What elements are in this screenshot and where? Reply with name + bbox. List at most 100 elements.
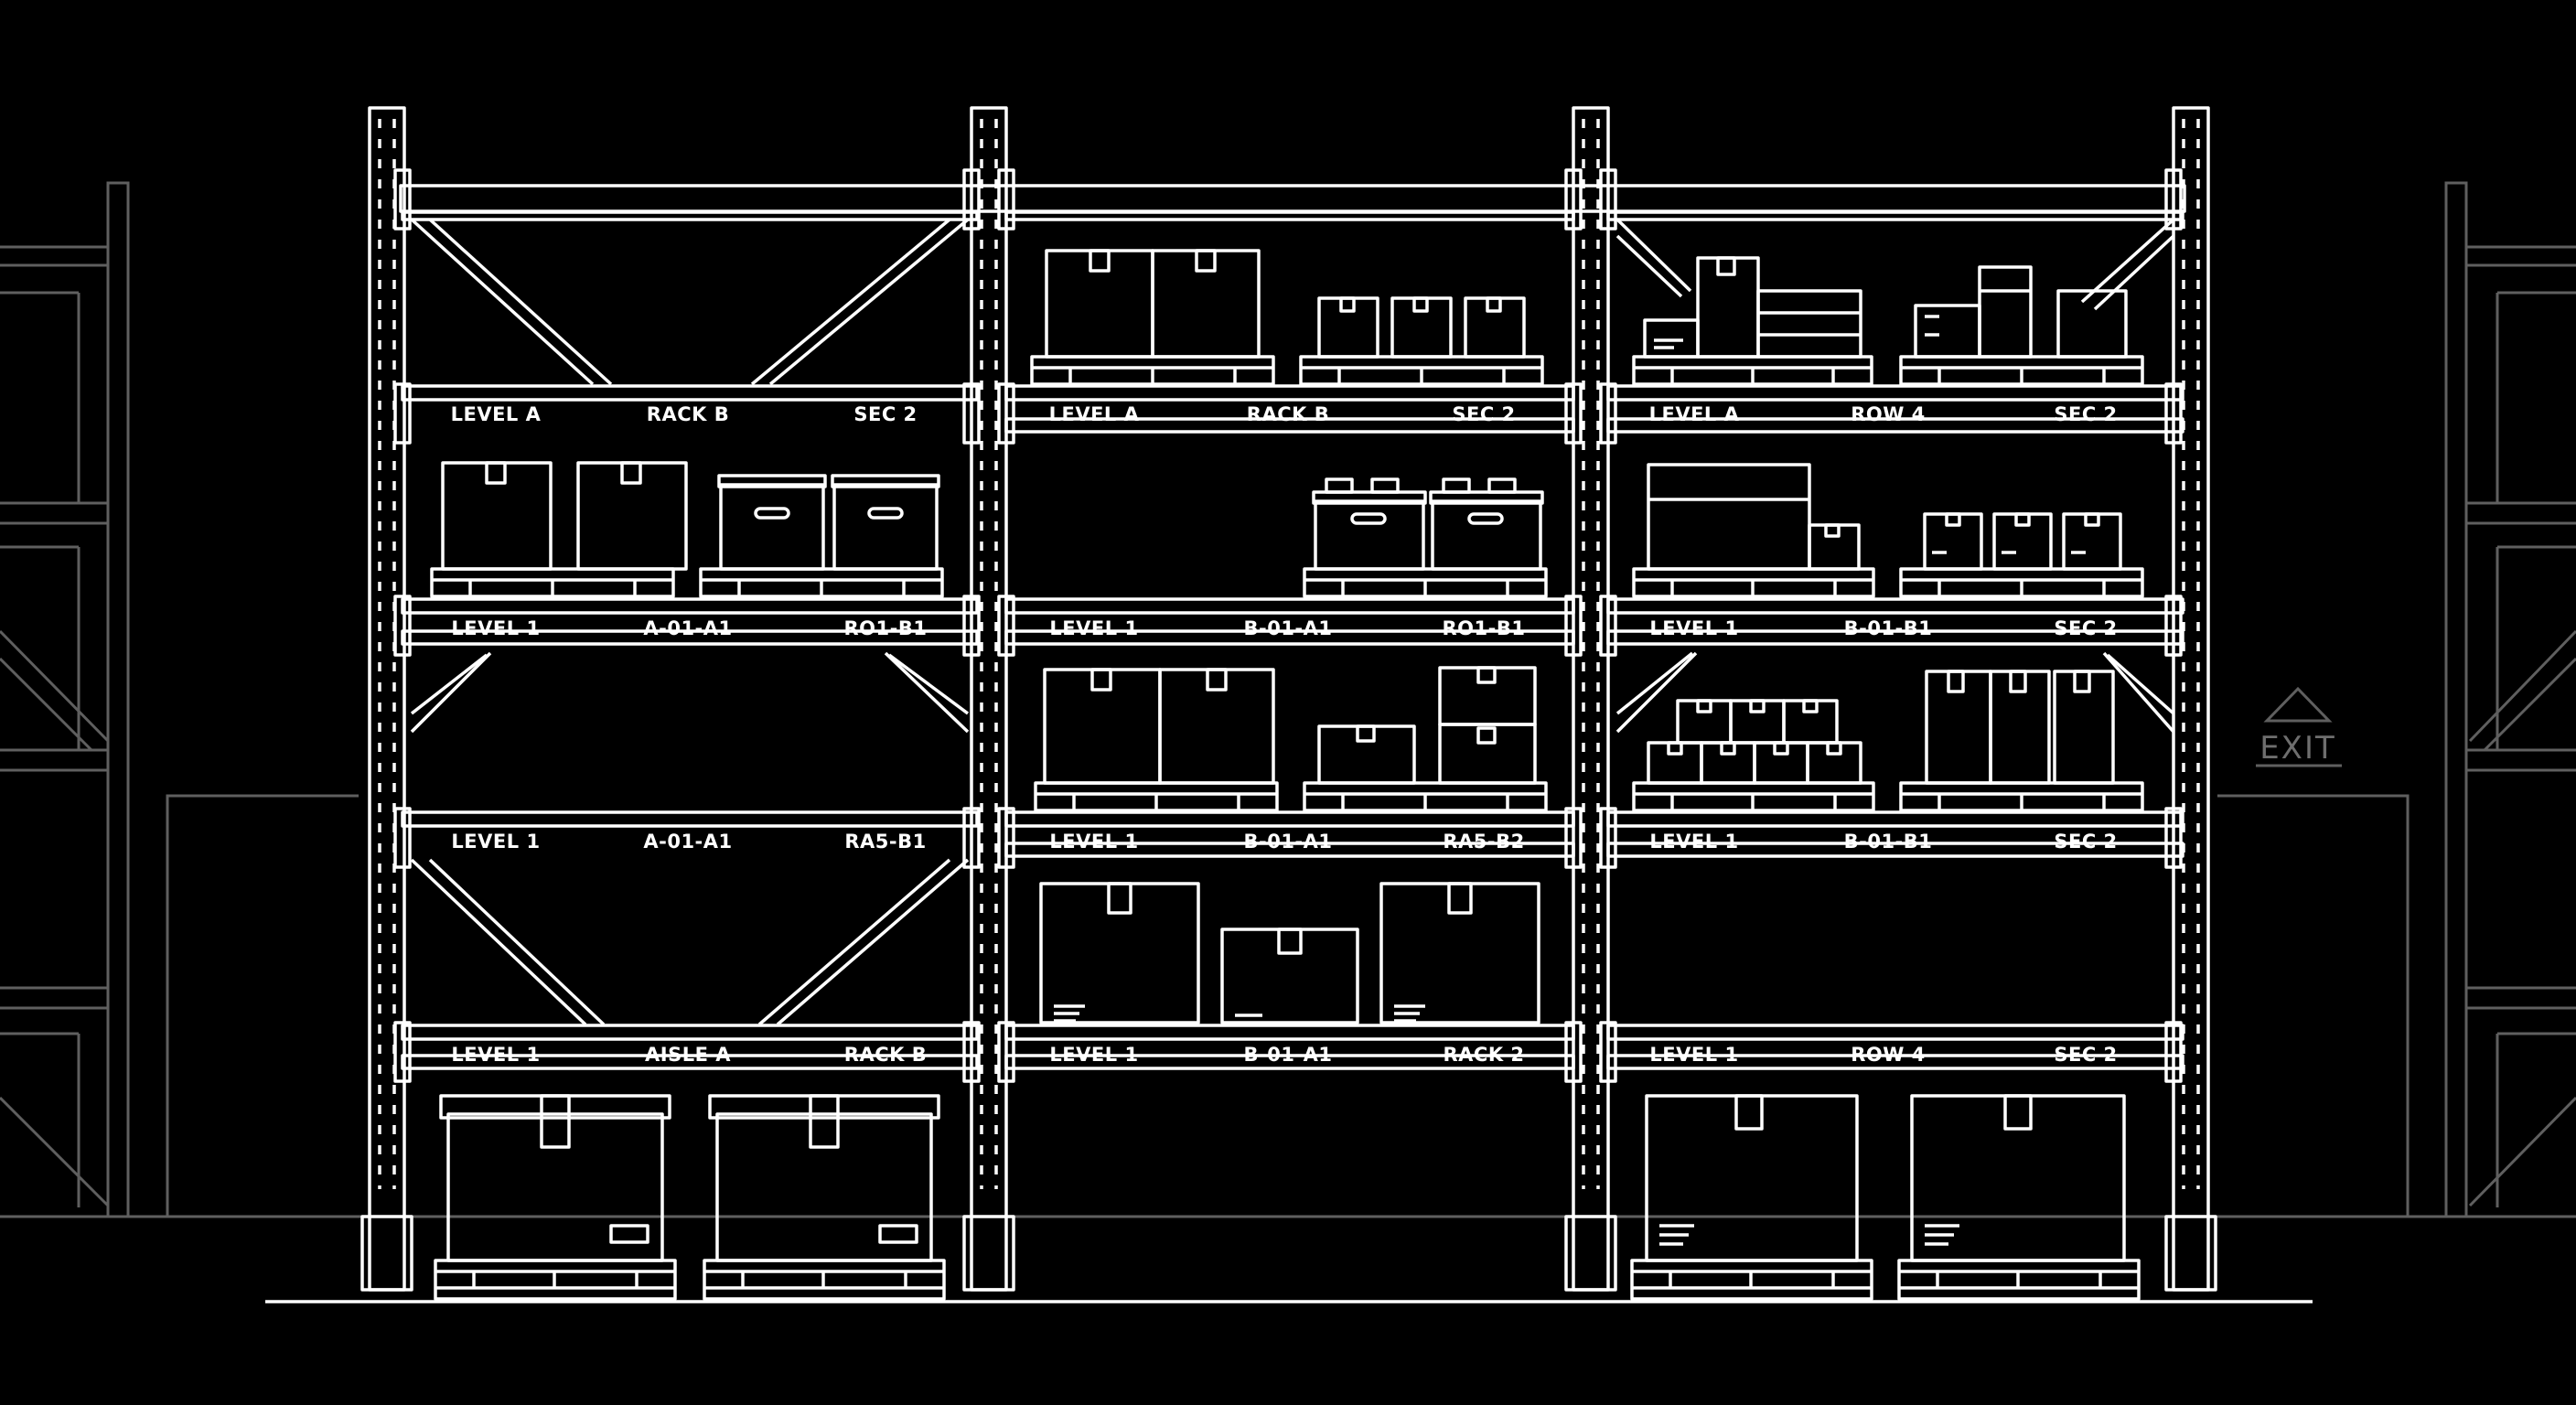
upright-4 bbox=[2172, 106, 2210, 1292]
box bbox=[1700, 741, 1756, 785]
upright-3-foot bbox=[1564, 1215, 1617, 1292]
box bbox=[1923, 512, 1983, 571]
shelf-label: LEVEL 1 bbox=[1649, 617, 1738, 639]
shelf-label: B-01-A1 bbox=[1243, 831, 1332, 853]
shelf-label: RACK 2 bbox=[1443, 1044, 1524, 1066]
shelf-label: B-01-B1 bbox=[1844, 831, 1933, 853]
shelf-label: LEVEL 1 bbox=[1649, 1044, 1738, 1066]
box bbox=[2062, 512, 2122, 571]
shelf-label: LEVEL A bbox=[1649, 403, 1740, 425]
box bbox=[1317, 724, 1416, 785]
shelf-label: SEC 2 bbox=[2054, 617, 2117, 639]
shelf-label: SEC 2 bbox=[1452, 403, 1515, 425]
shelf-label: RACK B bbox=[1247, 403, 1329, 425]
box bbox=[1753, 741, 1809, 785]
bay-3-top-beam bbox=[1606, 210, 2184, 221]
top-header-beam bbox=[399, 184, 2186, 213]
box bbox=[1151, 249, 1261, 359]
bay-1-level-2-load bbox=[430, 461, 944, 598]
box bbox=[1696, 256, 1760, 359]
box bbox=[1220, 928, 1359, 1024]
shelf-label: SEC 2 bbox=[2054, 831, 2117, 853]
bay-2-level-3-load bbox=[1034, 666, 1548, 812]
shelf-label: LEVEL 1 bbox=[1049, 831, 1138, 853]
box bbox=[719, 483, 825, 571]
box bbox=[1992, 512, 2053, 571]
box bbox=[1045, 249, 1154, 359]
bay-2-shelf-beam bbox=[1004, 1024, 1575, 1041]
upright-3 bbox=[1572, 106, 1610, 1292]
bay-3 bbox=[1606, 210, 2184, 1070]
box bbox=[441, 461, 553, 571]
shelf-label: SEC 2 bbox=[2054, 403, 2117, 425]
bay-2-top-beam bbox=[1004, 210, 1575, 221]
bg-rack-right-post bbox=[2444, 181, 2468, 1218]
shelf-label: LEVEL A bbox=[451, 403, 542, 425]
shelf-label: B-01-A1 bbox=[1243, 1044, 1332, 1066]
box bbox=[1647, 741, 1703, 785]
triangle-up-icon bbox=[2263, 686, 2333, 723]
bay-3-shelf-beam bbox=[1606, 1024, 2184, 1041]
shelf-label: B-01-B1 bbox=[1844, 617, 1933, 639]
box bbox=[2053, 670, 2115, 785]
bay-2-level-2-load bbox=[1303, 477, 1548, 598]
shelf-label: RA5-B2 bbox=[1443, 831, 1524, 853]
shelf-label: RACK B bbox=[844, 1044, 927, 1066]
bay-3-shelf-beam bbox=[1606, 810, 2184, 828]
box bbox=[1390, 296, 1453, 359]
bg-wall-right bbox=[2217, 794, 2410, 1217]
bay-3-level-3-load bbox=[1632, 670, 2144, 812]
box bbox=[446, 1112, 664, 1262]
box bbox=[1314, 499, 1425, 571]
box bbox=[1729, 699, 1786, 745]
box bbox=[1676, 699, 1733, 745]
box bbox=[576, 461, 688, 571]
bay-3-top-load bbox=[1632, 256, 2144, 386]
shelf-label: AISLE A bbox=[645, 1044, 731, 1066]
bay-2-shelf-beam bbox=[1004, 384, 1575, 402]
shelf-label: LEVEL 1 bbox=[1649, 831, 1738, 853]
bay-1-shelf-beam bbox=[401, 597, 979, 615]
box bbox=[1039, 882, 1200, 1024]
box bbox=[1782, 699, 1839, 745]
bg-wall-left bbox=[166, 794, 359, 1217]
shelf-label: LEVEL 1 bbox=[451, 1044, 540, 1066]
shelf-label: RACK B bbox=[647, 403, 729, 425]
upright-2-foot bbox=[962, 1215, 1015, 1292]
upright-1 bbox=[368, 106, 406, 1292]
shelf-label: LEVEL A bbox=[1049, 403, 1140, 425]
shelf-label: SEC 2 bbox=[2054, 1044, 2117, 1066]
upright-4-foot bbox=[2164, 1215, 2217, 1292]
box bbox=[832, 483, 939, 571]
bay-1 bbox=[401, 210, 979, 1070]
box bbox=[1438, 723, 1537, 785]
uprights bbox=[360, 106, 2217, 1292]
shelf-label: RO1-B1 bbox=[1443, 617, 1526, 639]
bay-1-shelf-beam bbox=[401, 810, 979, 828]
shelf-label: B-01-A1 bbox=[1243, 617, 1332, 639]
shelf-label: RA5-B1 bbox=[844, 831, 926, 853]
shelf-label: RO1-B1 bbox=[844, 617, 928, 639]
shelf-label: LEVEL 1 bbox=[1049, 1044, 1138, 1066]
bay-2-shelf-beam bbox=[1004, 810, 1575, 828]
box bbox=[1464, 296, 1526, 359]
bay-3-floor-load bbox=[1630, 1094, 2141, 1301]
box bbox=[1438, 666, 1537, 726]
box bbox=[1043, 668, 1162, 785]
shelf-label: LEVEL 1 bbox=[451, 617, 540, 639]
box bbox=[1756, 289, 1862, 359]
bay-1-top-beam bbox=[401, 210, 979, 221]
bay-3-shelf-beam bbox=[1606, 384, 2184, 402]
box bbox=[1158, 668, 1275, 785]
bay-1-beam-lower bbox=[401, 629, 979, 646]
upright-1-foot bbox=[360, 1215, 413, 1292]
box bbox=[2056, 289, 2128, 359]
bay-2-level-4-load bbox=[1039, 882, 1540, 1024]
bay-2-top-load bbox=[1030, 249, 1544, 386]
shelf-label: A-01-A1 bbox=[643, 617, 732, 639]
box bbox=[1806, 741, 1862, 785]
shelf-label: LEVEL 1 bbox=[451, 831, 540, 853]
